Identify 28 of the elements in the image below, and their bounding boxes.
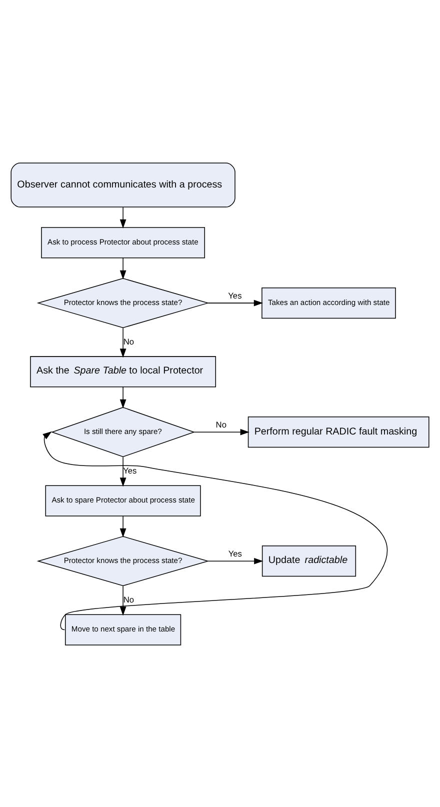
edge-label: Yes: [228, 290, 242, 300]
arrow: [120, 257, 126, 279]
node-box: Observer cannot communicates with a process: [10, 162, 236, 207]
arrow: [42, 430, 388, 630]
edge-label: Yes: [123, 464, 137, 475]
arrow: [120, 456, 126, 486]
node-box: Takes an action according with state: [262, 287, 396, 318]
arrow: [208, 299, 263, 306]
node-box: Move to next spare in the table: [64, 614, 182, 645]
node-box: Perform regular RADIC fault masking: [248, 416, 430, 448]
edge-label: No: [123, 336, 134, 346]
arrow: [120, 327, 126, 358]
node-diamond: Protector knows the process state?: [36, 536, 210, 586]
edge-label: No: [216, 418, 226, 429]
arrow: [120, 515, 126, 538]
node-box: Update radictable: [262, 545, 356, 576]
arrow: [208, 557, 264, 564]
arrow: [194, 428, 250, 435]
arrow: [120, 386, 126, 408]
node-diamond: Is still there any spare?: [50, 406, 196, 457]
edge-label: Yes: [228, 548, 242, 558]
arrow: [120, 585, 126, 616]
node-box: Ask to spare Protector about process state: [45, 484, 201, 516]
arrow: [120, 206, 126, 228]
node-box: Ask to process Protector about process state: [41, 226, 205, 258]
edge-label: No: [123, 594, 134, 604]
node-box: Ask the Spare Table to local Protector: [30, 356, 216, 387]
node-diamond: Protector knows the process state?: [36, 278, 210, 328]
